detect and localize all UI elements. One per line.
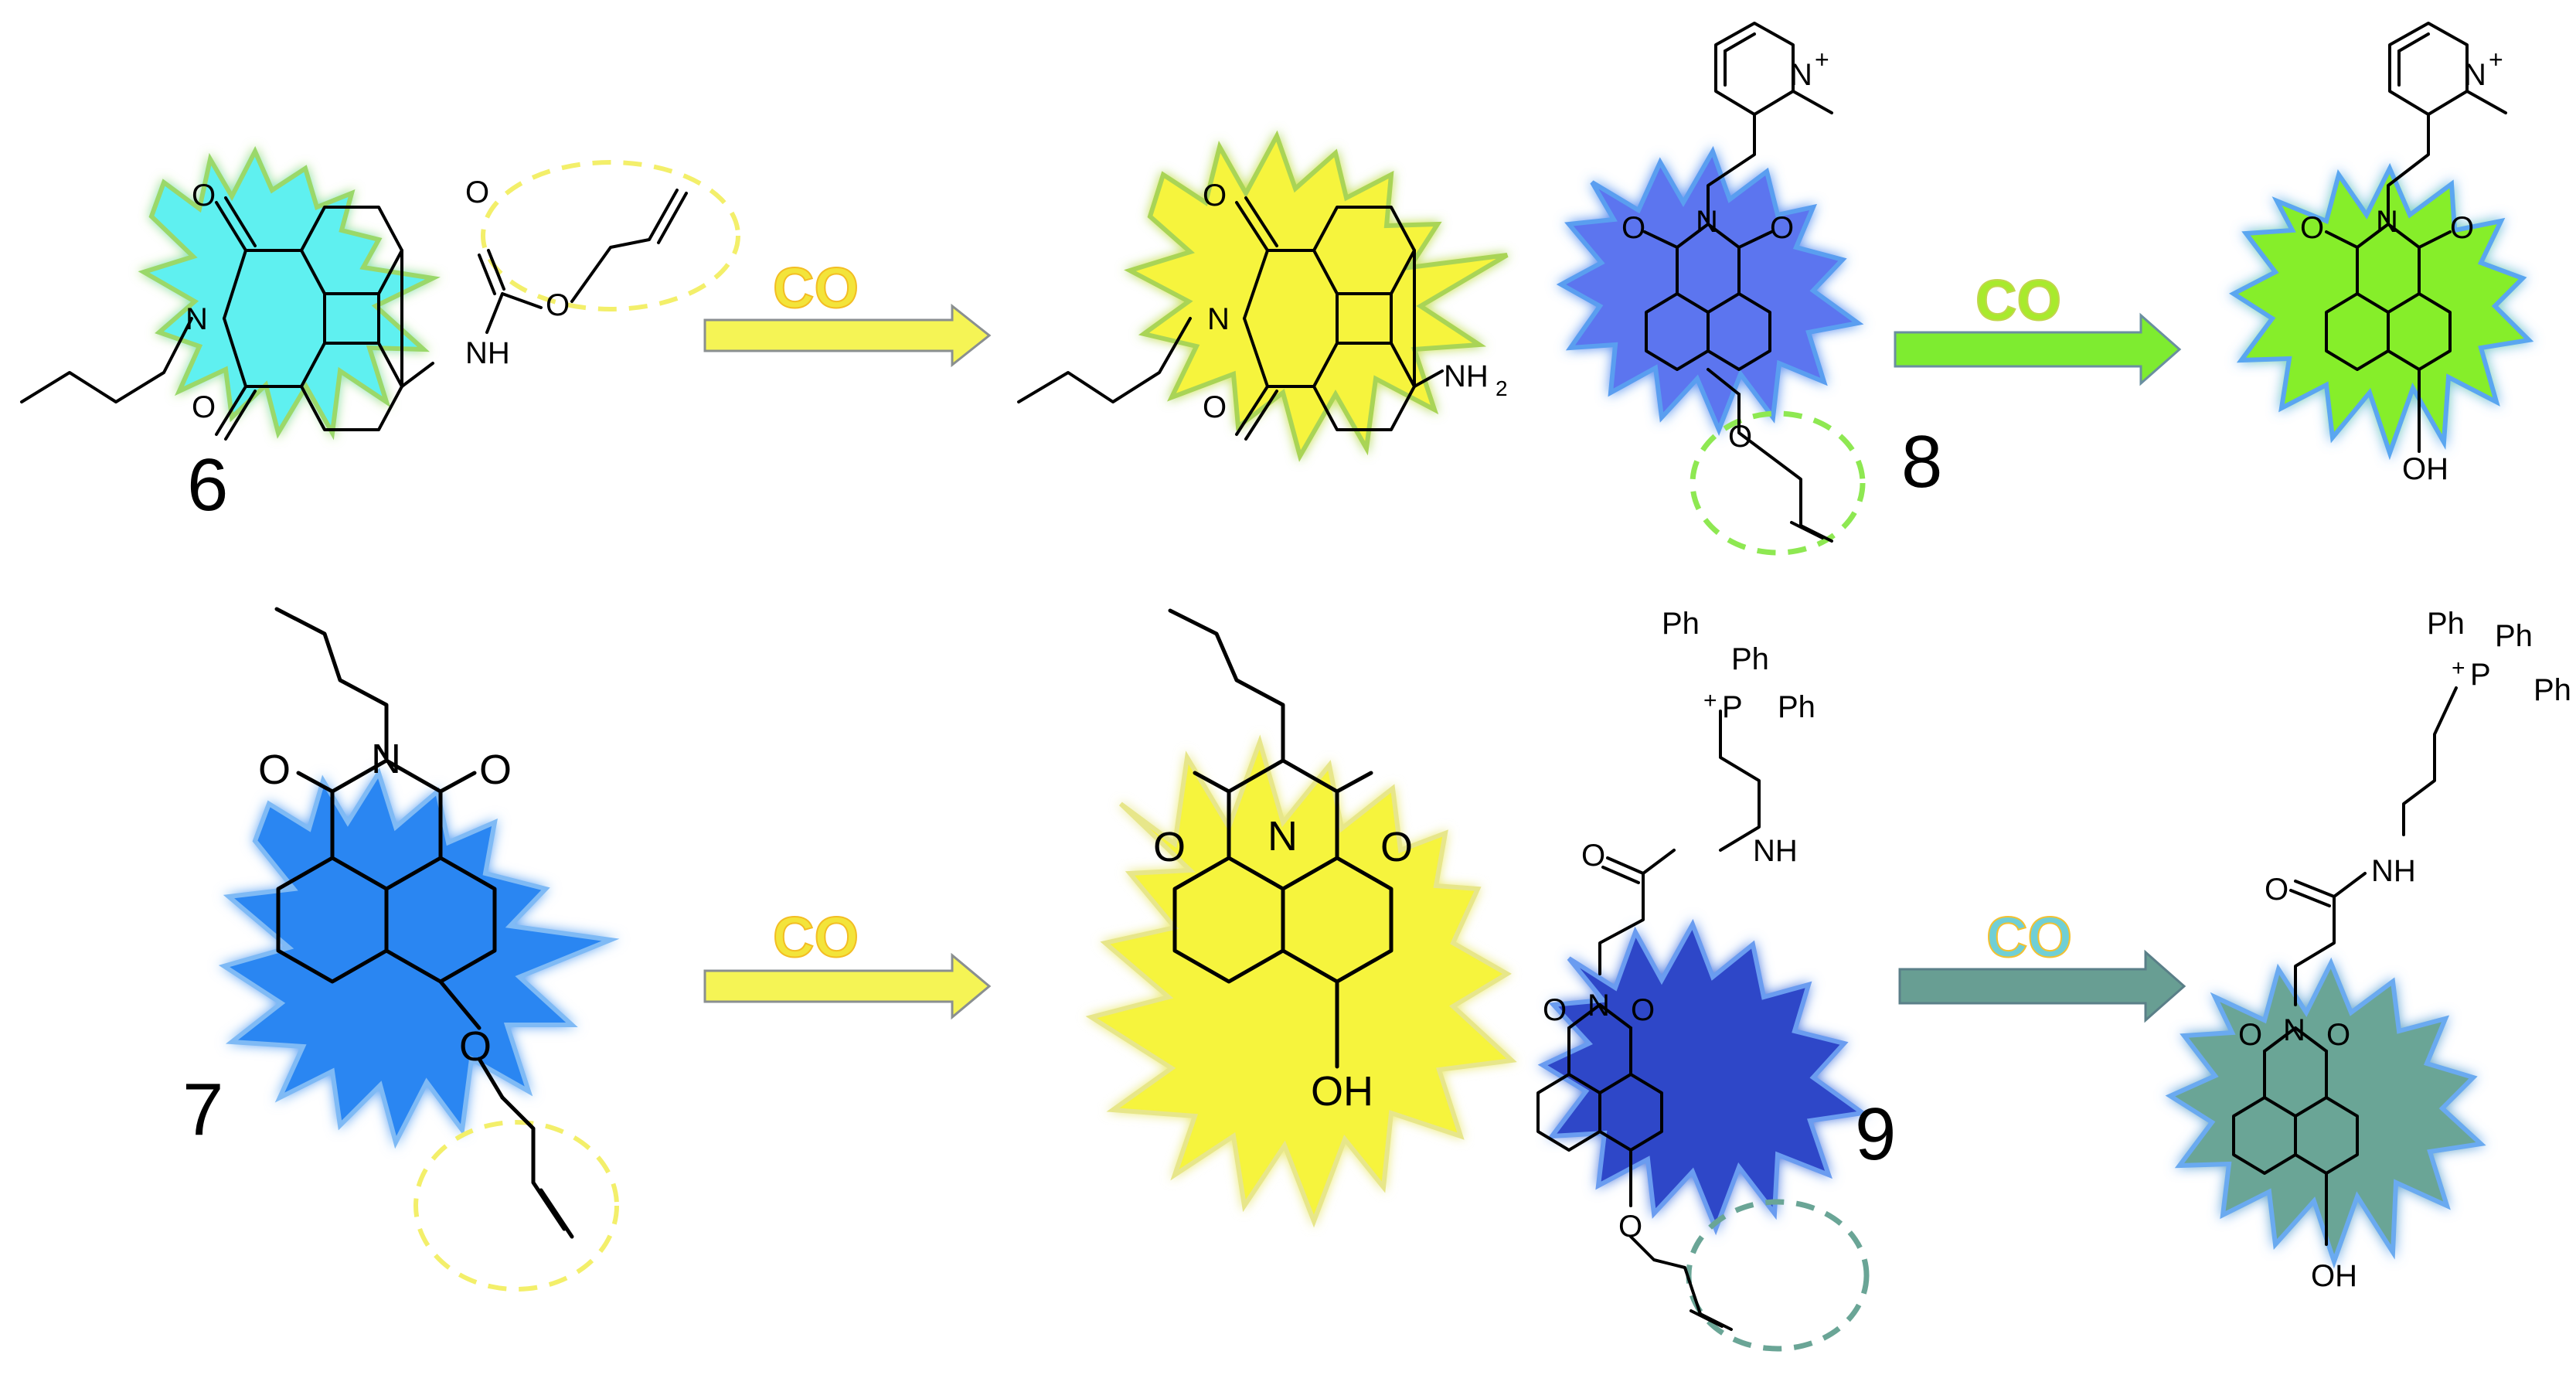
atom-o: O [1728,420,1752,454]
atom-nh: NH [465,336,510,370]
atom-o: O [1153,824,1186,870]
atom-o: O [2326,1018,2350,1052]
atom-o: O [1203,179,1227,213]
atom-n: N [371,736,401,782]
atom-p: P [1722,690,1743,724]
dashed-ellipse-allyl-ether-9 [1686,1199,1870,1352]
structure-compound-7: N O O O 7 [182,607,574,1239]
reaction-arrow-3: CO [703,904,992,1020]
charge-plus: + [2452,655,2465,681]
atom-o: O [192,390,216,424]
atom-o: O [2300,211,2324,245]
charge-plus: + [2489,46,2503,73]
burst-compound-9 [1537,918,1869,1236]
atom-n-plus: N [1790,58,1812,92]
burst-product-8 [2229,162,2534,461]
atom-n: N [2283,1013,2305,1047]
charge-plus: + [1815,46,1829,73]
atom-o: O [1621,211,1645,245]
atom-n: N [1207,302,1230,336]
reaction-arrow-2: CO [1894,267,2182,386]
atom-o: O [1380,824,1413,870]
atom-p: P [2470,658,2491,692]
structure-compound-8: N + N O O O 8 [1621,22,1942,543]
arrow-label-1: CO [773,256,859,320]
burst-compound-8 [1556,145,1864,436]
atom-n: N [2376,205,2398,239]
compound-number-8: 8 [1901,420,1942,503]
atom-o: O [1770,211,1794,245]
atom-ph: Ph [1778,690,1815,724]
atom-nh2: NH [1444,359,1489,393]
atom-oh: OH [1311,1068,1373,1115]
atom-nh: NH [1753,834,1798,868]
structure-compound-9: Ph Ph Ph P + NH O N O O O 9 [1536,607,1896,1331]
dashed-ellipse-allyl-carbamate [481,160,740,311]
atom-oh: OH [2311,1259,2357,1293]
burst-product-6 [1124,130,1509,462]
atom-o: O [459,1023,492,1070]
atom-oh: OH [2402,452,2448,486]
arrow-label-4: CO [1986,905,2072,969]
burst-compound-7 [218,767,620,1149]
atom-ph: Ph [2427,607,2465,641]
atom-o: O [1581,839,1605,873]
atom-o: O [2450,211,2474,245]
burst-compound-6 [138,146,441,441]
atom-ph: Ph [2533,673,2571,707]
atom-o: O [258,747,291,793]
atom-o: O [465,175,489,209]
burst-product-7 [1085,734,1517,1228]
atom-o: O [1618,1210,1642,1244]
arrow-label-2: CO [1975,268,2061,332]
atom-o: O [2238,1018,2262,1052]
atom-o: O [479,747,512,793]
atom-ph: Ph [1731,642,1769,676]
compound-number-9: 9 [1855,1093,1896,1176]
atom-o: O [1203,390,1227,424]
dashed-ellipse-allyl-ether-8 [1690,410,1866,556]
burst-product-9 [2165,957,2486,1269]
atom-o: O [546,288,570,322]
atom-ph: Ph [1662,607,1700,641]
atom-o: O [1631,993,1655,1027]
reaction-arrow-1: CO [703,255,992,368]
reaction-arrow-4: CO [1898,904,2186,1023]
atom-nh: NH [2371,854,2416,888]
structure-compound-6: N O O O O NH 6 [20,175,688,526]
atom-subscript: 2 [1496,376,1508,400]
charge-plus: + [1703,688,1717,713]
atom-n: N [185,302,208,336]
dashed-ellipse-allyl-ether-7 [413,1120,619,1292]
atom-o: O [2265,873,2288,907]
structure-product-6: N O O NH 2 [1017,179,1508,441]
atom-o: O [1543,993,1567,1027]
compound-number-7: 7 [182,1068,223,1151]
structure-product-9: Ph Ph Ph P + NH O N O O OH [2232,607,2571,1293]
compound-number-6: 6 [187,444,228,526]
arrow-label-3: CO [773,905,859,969]
atom-n: N [1587,989,1610,1023]
atom-n: N [1696,205,1718,239]
structure-product-7: N O O OH [1153,608,1413,1115]
atom-n-plus: N [2464,58,2486,92]
atom-n: N [1268,813,1298,859]
structure-product-8: N + N O O OH [2300,22,2507,486]
atom-o: O [192,179,216,213]
atom-ph: Ph [2495,619,2533,653]
